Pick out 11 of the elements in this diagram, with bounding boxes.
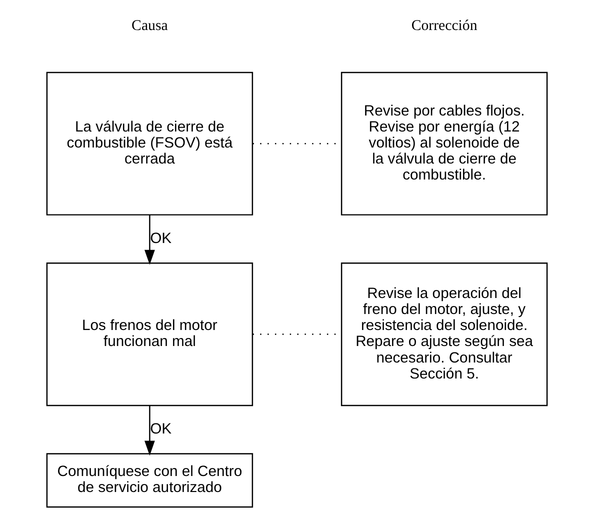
node-box: Comuníquese con el Centro de servicio autorizado [46,453,253,508]
node-box: La válvula de cierre de combustible (FSOV) está cerrada [46,72,253,216]
arrow [144,406,154,456]
node-box: Revise por cables flojos. Revise por energía (12 voltios) al solenoide de la válvula de cierre de combustible. [340,72,548,216]
label: Corrección [410,18,477,34]
node-box: Revise la operación del freno del motor, ajuste, y resistencia del solenoide. Repare o ajuste según sea necesario. Consultar Sección 5. [340,262,548,406]
arrow [144,214,154,265]
node-box: Los frenos del motor funcionan mal [46,262,253,406]
edge-label: OK [150,230,172,247]
edge-label: OK [150,421,172,438]
label: Causa [131,18,168,34]
